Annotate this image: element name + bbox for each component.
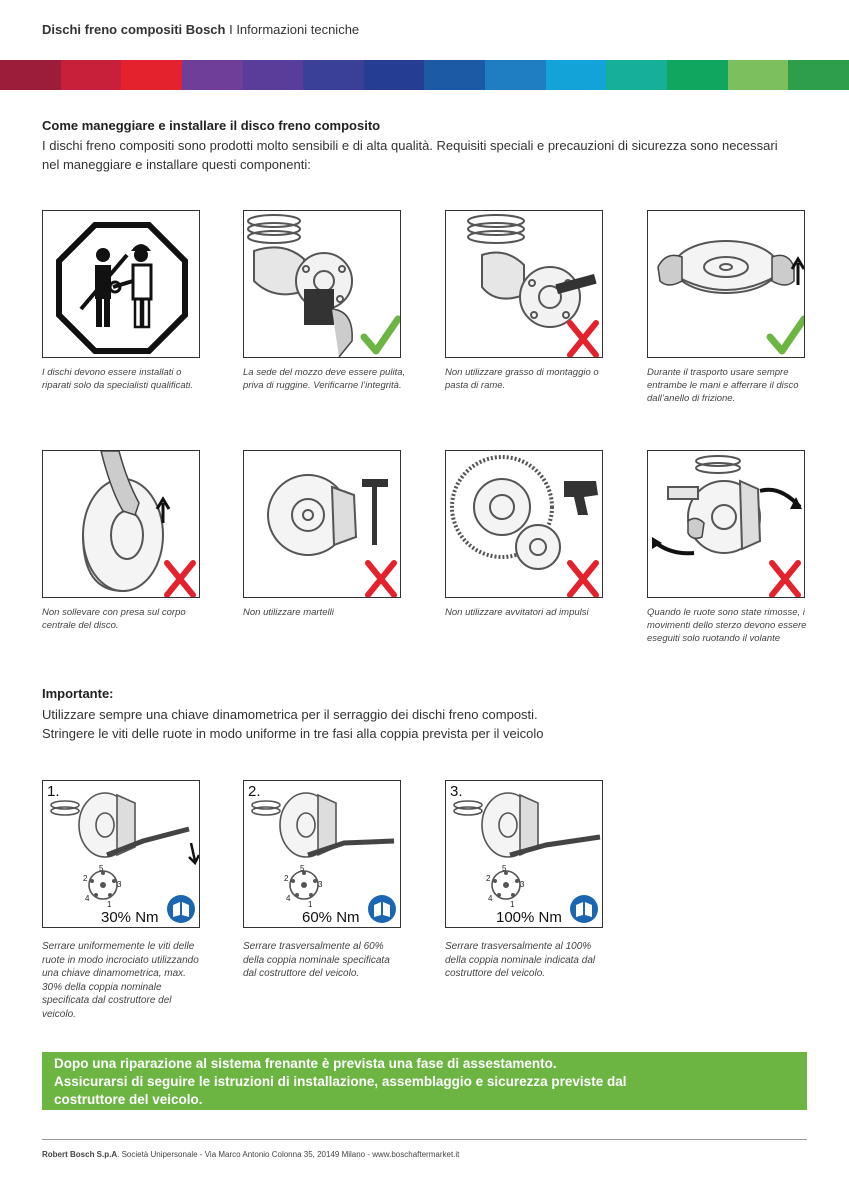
notice-line-3: costruttore del veicolo. xyxy=(54,1092,203,1107)
bolt-number: 4 xyxy=(85,894,90,903)
footer-details: . Società Unipersonale - Via Marco Anton… xyxy=(117,1150,460,1159)
footer: Robert Bosch S.p.A. Società Unipersonale… xyxy=(42,1150,459,1159)
notice-box: Dopo una riparazione al sistema frenante… xyxy=(42,1052,807,1110)
footer-divider xyxy=(42,1139,807,1140)
hammer-illustration xyxy=(267,474,388,556)
important-title: Importante: xyxy=(42,686,114,701)
color-band xyxy=(0,60,849,90)
bolt-number: 1 xyxy=(107,900,112,909)
step-number: 1. xyxy=(47,783,60,800)
step-number: 2. xyxy=(248,783,261,800)
color-band-segment xyxy=(181,60,243,90)
caption-transport: Durante il trasporto usare sempre entram… xyxy=(647,367,799,404)
caption-no-grease: Non utilizzare grasso di montaggio o pas… xyxy=(445,367,599,391)
bolt-number: 5 xyxy=(502,864,507,873)
color-band-segment xyxy=(121,60,182,90)
torque-wrench-illustration: 5 3 1 4 2 xyxy=(453,792,601,923)
caption-no-center-lift: Non sollevare con presa sul corpo centra… xyxy=(42,607,186,631)
torque-wrench-illustration: 5 3 1 4 2 xyxy=(251,792,396,923)
intro-line-1: I dischi freno compositi sono prodotti m… xyxy=(42,138,778,153)
center-lift-illustration xyxy=(82,451,171,592)
panel-no-impact-wrench xyxy=(445,450,603,598)
intro-line-2: nel maneggiare e installare questi compo… xyxy=(42,157,311,172)
panel-step-3: 5 3 1 4 2 3. 100% Nm xyxy=(445,780,603,928)
bolt-number: 1 xyxy=(308,900,313,909)
important-line-2: Stringere le viti delle ruote in modo un… xyxy=(42,726,544,741)
color-band-segment xyxy=(788,60,849,90)
cross-mark-icon xyxy=(769,560,801,597)
panel-no-hammer xyxy=(243,450,401,598)
bolt-number: 4 xyxy=(286,894,291,903)
bolt-number: 3 xyxy=(117,880,122,889)
bolt-number: 2 xyxy=(486,874,491,883)
color-band-segment xyxy=(0,60,61,90)
hub-illustration xyxy=(247,214,353,357)
transport-illustration xyxy=(657,240,804,294)
impact-wrench-illustration xyxy=(450,455,598,570)
bolt-number: 2 xyxy=(83,874,88,883)
grease-illustration xyxy=(467,214,597,328)
footer-company: Robert Bosch S.p.A xyxy=(42,1150,118,1159)
notice-line-2: Assicurarsi di seguire le istruzioni di … xyxy=(54,1074,627,1089)
panel-hub-clean xyxy=(243,210,401,358)
panel-no-grease xyxy=(445,210,603,358)
steering-illustration xyxy=(652,455,802,556)
specialists-illustration xyxy=(56,222,188,354)
color-band-segment xyxy=(303,60,364,90)
torque-value: 100% Nm xyxy=(496,909,562,926)
cross-mark-icon xyxy=(567,560,599,597)
bolt-number: 5 xyxy=(99,864,104,873)
torque-value: 60% Nm xyxy=(302,909,360,926)
color-band-segment xyxy=(667,60,728,90)
panel-transport xyxy=(647,210,805,358)
color-band-segment xyxy=(606,60,668,90)
color-band-segment xyxy=(424,60,486,90)
cross-mark-icon xyxy=(365,560,397,597)
bolt-number: 1 xyxy=(510,900,515,909)
caption-hub-clean: La sede del mozzo deve essere pulita, pr… xyxy=(243,367,406,391)
panel-steering xyxy=(647,450,805,598)
torque-wrench-illustration: 5 3 1 4 2 xyxy=(50,792,199,923)
header-subtitle: I Informazioni tecniche xyxy=(225,22,360,37)
check-mark-icon xyxy=(766,315,804,355)
cross-mark-icon xyxy=(567,320,599,357)
color-band-segment xyxy=(485,60,546,90)
color-band-segment xyxy=(727,60,789,90)
panel-step-1: 5 3 1 4 2 1. 30% Nm xyxy=(42,780,200,928)
caption-step-1: Serrare uniformemente le viti delle ruot… xyxy=(42,941,199,1020)
torque-value: 30% Nm xyxy=(101,909,159,926)
intro-title: Come maneggiare e installare il disco fr… xyxy=(42,118,381,133)
color-band-segment xyxy=(363,60,425,90)
caption-steering: Quando le ruote sono state rimosse, i mo… xyxy=(647,607,807,644)
panel-specialists xyxy=(42,210,200,358)
bolt-number: 5 xyxy=(300,864,305,873)
bolt-number: 3 xyxy=(520,880,525,889)
important-line-1: Utilizzare sempre una chiave dinamometri… xyxy=(42,707,538,722)
color-band-segment xyxy=(242,60,304,90)
color-band-segment xyxy=(545,60,607,90)
header-title: Dischi freno compositi Bosch xyxy=(42,22,226,37)
panel-no-center-lift xyxy=(42,450,200,598)
step-number: 3. xyxy=(450,783,463,800)
bolt-number: 4 xyxy=(488,894,493,903)
notice-line-1: Dopo una riparazione al sistema frenante… xyxy=(54,1056,557,1071)
cross-mark-icon xyxy=(164,560,196,597)
caption-specialists: I dischi devono essere installati o ripa… xyxy=(42,367,194,391)
panel-step-2: 5 3 1 4 2 2. 60% Nm xyxy=(243,780,401,928)
caption-no-impact-wrench: Non utilizzare avvitatori ad impulsi xyxy=(445,607,589,618)
document-header: Dischi freno compositi Bosch I Informazi… xyxy=(42,22,359,37)
bolt-number: 3 xyxy=(318,880,323,889)
caption-no-hammer: Non utilizzare martelli xyxy=(243,607,334,618)
color-band-segment xyxy=(60,60,122,90)
caption-step-3: Serrare trasversalmente al 100% della co… xyxy=(445,941,596,979)
bolt-number: 2 xyxy=(284,874,289,883)
check-mark-icon xyxy=(360,315,400,355)
caption-step-2: Serrare trasversalmente al 60% della cop… xyxy=(243,941,390,979)
